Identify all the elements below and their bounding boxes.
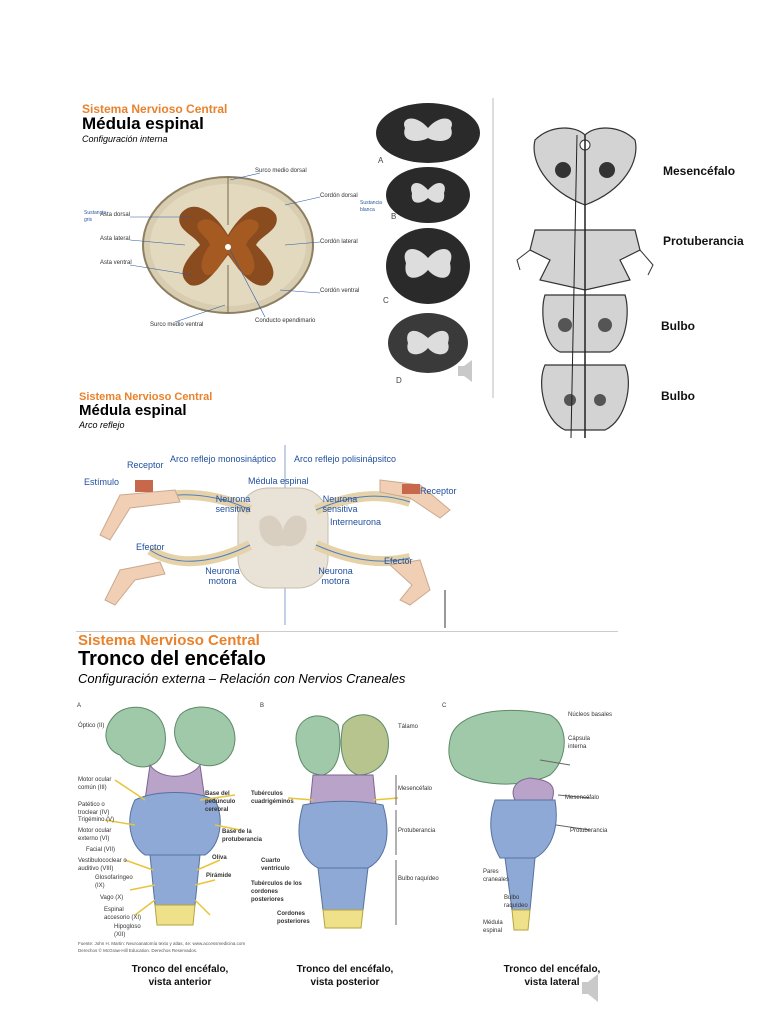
label-vestibulococlear: Vestibulococlear o auditivo (VIII)	[78, 858, 127, 872]
section1-title: Médula espinal	[82, 114, 204, 133]
label-cordon-dorsal: Cordón dorsal	[320, 193, 358, 199]
section3-title: Tronco del encéfalo	[78, 648, 266, 670]
section-letter-b: B	[391, 212, 397, 221]
label-surco-medio-ventral: Surco medio ventral	[150, 322, 204, 328]
label-facial: Facial (VII)	[86, 847, 116, 853]
caption-anterior: Tronco del encéfalo, vista anterior	[131, 964, 229, 988]
label-efector-right: Efector	[384, 556, 413, 566]
brainstem-lateral-view	[448, 709, 591, 931]
label-optico: Óptico (II)	[78, 723, 105, 729]
label-neurona-motora-right: Neurona motora	[318, 566, 353, 586]
label-motor-ocular-externo: Motor ocular externo (VI)	[78, 828, 112, 842]
label-trigemino: Trigémino (V)	[78, 817, 115, 823]
label-protuberancia: Protuberancia	[663, 234, 744, 248]
label-arco-mono: Arco reflejo monosináptico	[170, 454, 277, 464]
label-sustancia-blanca: Sustancia blanca	[360, 200, 382, 214]
label-medula-espinal-lat: Médula espinal	[483, 920, 503, 934]
spinal-cord-cross-section	[80, 165, 380, 335]
label-patetico: Patético o troclear (IV)	[78, 802, 110, 816]
credit-line-1: Fuente: John H. Martin: Neuroanatomía te…	[78, 941, 246, 946]
section3-header: Sistema Nervioso Central	[78, 632, 260, 649]
label-mesencefalo: Mesencéfalo	[663, 164, 736, 178]
label-protuberancia-lat: Protuberancia	[570, 828, 608, 834]
label-cordones-posteriores: Cordones posteriores	[277, 911, 310, 925]
brainstem-anterior-view	[104, 706, 241, 926]
label-oliva: Oliva	[212, 855, 227, 861]
label-interneurona: Interneurona	[330, 517, 382, 527]
label-bulbo-1: Bulbo	[661, 319, 695, 333]
label-base-protuberancia: Base de la protuberancia	[222, 829, 263, 843]
credit-line-2: Derechos © McGraw-Hill Education. Derech…	[78, 948, 198, 953]
label-tuberculos-cordones: Tubérculos de los cordones posteriores	[251, 881, 302, 903]
section-letter-c: C	[383, 296, 389, 305]
speaker-icon[interactable]	[578, 970, 608, 1006]
label-sustancia-gris: Sustancia gris	[84, 210, 106, 223]
label-cordon-lateral: Cordón lateral	[320, 239, 358, 245]
label-arco-poli: Arco reflejo polisinápsitco	[294, 454, 397, 464]
section-letter-d: D	[396, 376, 402, 385]
section1-subtitle: Configuración interna	[82, 134, 168, 144]
label-estimulo: Estímulo	[84, 477, 120, 487]
reflex-arc-diagram	[99, 445, 451, 628]
label-nucleos-basales: Núcleos basales	[568, 712, 613, 718]
caption-lateral: Tronco del encéfalo, vista lateral	[503, 964, 601, 988]
section2-header: Sistema Nervioso Central	[79, 391, 213, 403]
spinal-levels-sections	[376, 98, 494, 398]
section3-subtitle: Configuración externa – Relación con Ner…	[78, 671, 406, 686]
label-medula-espinal: Médula espinal	[248, 476, 309, 486]
label-pares-craneales: Pares craneales	[483, 869, 510, 883]
label-hipogloso: Hipogloso (XII)	[114, 924, 141, 938]
label-motor-ocular-comun: Motor ocular común (III)	[78, 777, 112, 791]
label-espinal: Espinal accesorio (XI)	[104, 907, 142, 921]
label-base-pedunculo: Base del pedúnculo cerebral	[205, 791, 236, 813]
label-vago: Vago (X)	[100, 895, 124, 901]
label-bulbo-raquideo-lat: Bulbo raquídeo	[504, 895, 528, 909]
label-surco-medio-dorsal: Surco medio dorsal	[255, 168, 307, 174]
panel-letter-c: C	[442, 703, 447, 709]
label-asta-lateral: Asta lateral	[100, 236, 131, 242]
label-neurona-sensitiva-right: Neurona sensitiva	[322, 494, 358, 514]
brainstem-posterior-view	[287, 714, 399, 929]
label-mesencefalo-lat: Mesencéfalo	[565, 795, 600, 801]
section-letter-a: A	[378, 156, 384, 165]
label-efector-left: Efector	[136, 542, 165, 552]
label-capsula-interna: Cápsula interna	[568, 736, 591, 750]
label-cordon-ventral: Cordón ventral	[320, 288, 360, 294]
section1-header: Sistema Nervioso Central	[82, 102, 228, 116]
label-bulbo-2: Bulbo	[661, 389, 695, 403]
label-receptor-right: Receptor	[420, 486, 457, 496]
label-talamo: Tálamo	[398, 724, 419, 730]
caption-posterior: Tronco del encéfalo, vista posterior	[296, 964, 394, 988]
brainstem-sections-diagram	[516, 127, 654, 439]
panel-letter-a: A	[77, 703, 82, 709]
label-tuberculos-cuadrigeminos: Tubérculos cuadrigéminos	[251, 791, 294, 805]
label-asta-dorsal: Asta dorsal	[100, 212, 131, 218]
label-piramide: Pirámide	[206, 873, 232, 879]
label-glosofaringeo: Glosofaríngeo (IX)	[95, 875, 133, 889]
label-conducto-ependimario: Conducto ependimario	[255, 318, 316, 324]
section2-title: Médula espinal	[79, 402, 187, 419]
label-asta-ventral: Asta ventral	[100, 260, 132, 266]
label-neurona-motora-left: Neurona motora	[205, 566, 240, 586]
label-mesencefalo-post: Mesencéfalo	[398, 786, 433, 792]
label-receptor-left: Receptor	[127, 460, 164, 470]
section2-subtitle: Arco reflejo	[79, 420, 125, 430]
label-bulbo-raquideo-post: Bulbo raquídeo	[398, 876, 439, 882]
panel-letter-b: B	[260, 703, 265, 709]
section3-top-divider	[76, 631, 618, 632]
label-cuarto-ventriculo: Cuarto ventrículo	[261, 858, 290, 872]
label-neurona-sensitiva-left: Neurona sensitiva	[215, 494, 251, 514]
label-protuberancia-post: Protuberancia	[398, 828, 436, 834]
